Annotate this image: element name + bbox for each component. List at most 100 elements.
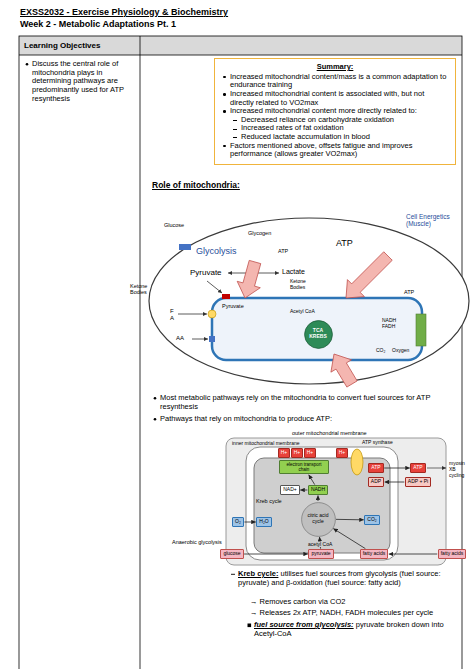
node-text: Summary: — [221, 63, 449, 72]
fa-transporter — [208, 310, 216, 318]
figure-label: Pyruvate — [222, 303, 244, 309]
circle-shape — [301, 502, 335, 536]
figure-label: myosin XB cycling — [449, 461, 472, 478]
node-text: H+ — [294, 450, 301, 456]
text-line: fuel source from glycolysis:pyruvate bro… — [254, 621, 460, 638]
leader-arrow — [427, 468, 446, 469]
inner-membrane — [254, 458, 390, 553]
arrow-connector — [309, 475, 315, 485]
section-heading: Role of mitochondria: — [152, 181, 240, 191]
node-text: Reduced lactate accumulation in blood — [221, 133, 449, 142]
figure-label: AA — [176, 335, 184, 342]
node-text: O₂ — [235, 519, 241, 525]
node-text: NADH — [311, 487, 325, 493]
gas-box: CO₂ — [364, 515, 379, 525]
subtitle: Week 2 - Metabolic Adaptations Pt. 1 — [20, 19, 176, 29]
node-text: ATP — [371, 465, 380, 471]
node-text: ADP + Pi — [408, 479, 428, 485]
figure-label: Pyruvate — [190, 268, 222, 277]
node-text: H+ — [281, 450, 288, 456]
arrow-connector — [336, 519, 364, 521]
cofactor-box: NADH — [308, 485, 328, 495]
bullet-dot — [154, 397, 157, 400]
bullet-heading: fuel source from glycolysis: — [254, 620, 354, 629]
arrow-connector — [300, 490, 307, 491]
figure-label: Kreb cycle — [256, 498, 282, 504]
node-text: citric acid cycle — [304, 513, 332, 525]
block-arrow — [346, 252, 392, 298]
proton-box: H+ — [278, 448, 291, 458]
node-text: H+ — [307, 450, 314, 456]
node-text: NAD+ — [283, 487, 296, 493]
figure-label: F A — [170, 308, 176, 322]
arrow-connector — [244, 522, 255, 523]
adp-box: ADP — [368, 477, 384, 487]
fuel-box: glucose — [220, 549, 243, 559]
bullet-square — [248, 624, 252, 628]
objective-text: Discuss the central role of mitochondria… — [32, 60, 136, 103]
arrow-connector — [385, 482, 405, 483]
block-arrow — [331, 354, 357, 387]
bullet-dot — [26, 63, 29, 66]
etc-box: electron transport chain — [279, 460, 329, 474]
proton-box: H+ — [336, 448, 349, 458]
cell-outline — [149, 218, 469, 384]
bullet-text: Pathways that rely on mitochondria to pr… — [160, 415, 332, 424]
mitochondrion-outline — [212, 298, 422, 360]
figure-title: Cell Energetics (Muscle) — [406, 213, 468, 228]
bullet-dash — [231, 574, 235, 575]
pathway-arrow — [207, 281, 222, 293]
cycle-circle: citric acid cycle — [301, 502, 336, 537]
fuel-box: pyruvate — [308, 549, 333, 559]
node-text: TCA KREBS — [307, 328, 329, 340]
node-text: ATP — [413, 465, 422, 471]
figure-label: Glucose — [164, 222, 184, 228]
summary-box: Summary:Increased mitochondrial content/… — [214, 58, 456, 165]
node-text: fatty acids — [441, 551, 464, 557]
bullet-text: Most metabolic pathways rely on the mito… — [160, 394, 460, 411]
bullet-text: → Releases 2x ATP, NADH, FADH molecules … — [250, 609, 433, 618]
edge-label: acetyl CoA — [307, 542, 333, 548]
outer-membrane — [246, 447, 398, 560]
arrow-connector — [317, 495, 318, 501]
node-text: Factors mentioned above, offsets fatigue… — [221, 142, 449, 159]
figure-label: Glycolysis — [196, 246, 237, 256]
figure-label: outer mitochondrial membrane — [292, 430, 367, 436]
atp-box: ATP — [368, 463, 383, 473]
bullet-heading: Kreb cycle: — [238, 569, 278, 578]
pathway-arrow — [178, 314, 207, 315]
figure-label: ATP — [404, 289, 414, 295]
node-text: Decreased reliance on carbohydrate oxida… — [221, 116, 449, 125]
pyruvate-carrier — [222, 294, 230, 299]
bullet-text: → Removes carbon via CO2 — [250, 598, 345, 607]
glucose-transporter — [179, 244, 191, 250]
table-header-fill — [19, 36, 462, 55]
cell-outline — [226, 438, 446, 565]
cofactor-box: NAD+ — [280, 485, 299, 495]
bullet-dot — [154, 418, 157, 421]
arrow-connector — [244, 554, 308, 555]
arrow-connector — [333, 529, 365, 549]
figure-label: CO₂ — [376, 348, 385, 354]
figure-label: Ketone Bodies — [290, 279, 312, 291]
node-text: CO₂ — [367, 517, 376, 523]
electron-transport-bar — [416, 314, 426, 346]
node-text: Increased rates of fat oxidation — [221, 124, 449, 133]
krebs-circle: TCA KREBS — [304, 320, 333, 349]
proton-box: H+ — [291, 448, 304, 458]
node-text: pyruvate — [311, 551, 330, 557]
aa-transporter — [209, 336, 215, 342]
node-text: ADP — [371, 479, 381, 485]
figure-label: Anaerobic glycolysis — [172, 539, 222, 545]
figure-label: Lactate — [282, 268, 305, 276]
atp-box: ATP — [410, 463, 425, 473]
arrow-connector — [389, 554, 437, 555]
node-text: Increased mitochondrial content more dir… — [221, 107, 449, 116]
figure-label: Glycogen — [248, 230, 271, 236]
fuel-box: fatty acids — [438, 549, 467, 559]
gas-box: O₂ — [232, 517, 244, 527]
gas-box: H₂O — [256, 517, 271, 527]
block-arrow — [237, 260, 261, 298]
table-border — [19, 36, 462, 669]
table-rule — [19, 55, 462, 56]
